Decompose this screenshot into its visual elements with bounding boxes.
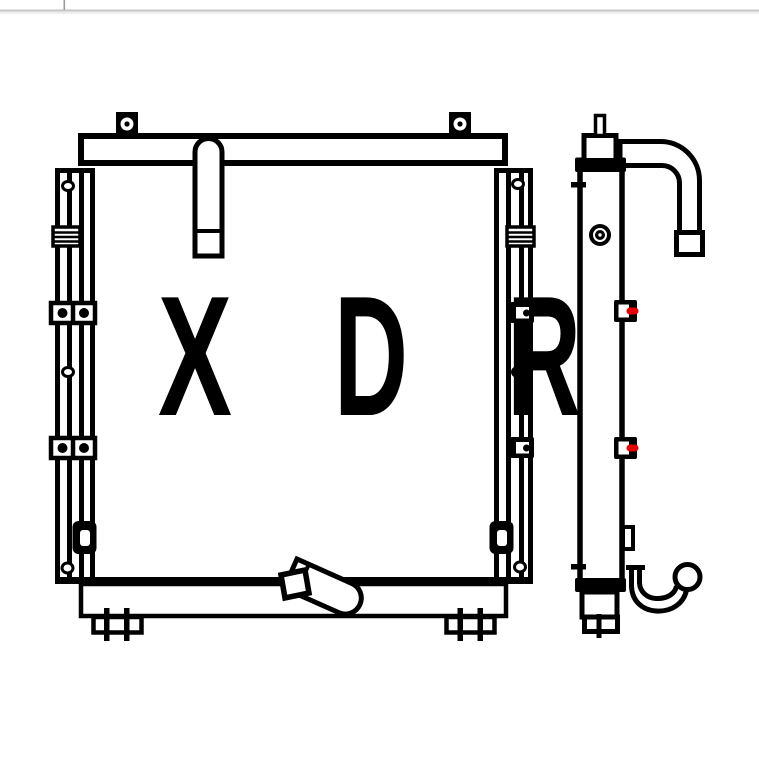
- tab-bar-divider: [0, 9, 759, 12]
- tab-bar-divider-shadow: [0, 11, 759, 14]
- bracket-right-mid: [510, 302, 534, 323]
- mounting-tab-top-left-icon: [116, 112, 138, 135]
- edge-tick-top: [571, 182, 586, 188]
- bottom-bracket: [579, 589, 620, 638]
- foot-left: [91, 608, 144, 641]
- mounting-tab-top-right-icon: [449, 112, 471, 135]
- foot-right: [444, 608, 497, 641]
- clip-bracket-upper: [614, 300, 639, 322]
- sensor-boss-icon: [589, 224, 611, 246]
- inlet-pipe: [617, 138, 705, 257]
- bottom-tank-band: [575, 578, 626, 592]
- hatch-block-left: [51, 225, 82, 248]
- model-label: X D R: [158, 261, 581, 452]
- drain-valve: [277, 555, 364, 617]
- bracket-left-mid: [48, 300, 98, 326]
- hatch-block-right: [505, 225, 536, 248]
- overflow-stem: [593, 113, 607, 138]
- header-tank: [78, 133, 508, 166]
- model-letter-r: R: [507, 261, 581, 452]
- model-letter-x: X: [158, 261, 232, 452]
- mount-pad-right: [489, 521, 514, 554]
- bracket-left-lower: [48, 435, 98, 461]
- side-tab: [621, 525, 635, 551]
- side-view: [571, 113, 705, 638]
- front-view: X D R: [48, 112, 581, 641]
- browser-chrome: [0, 0, 759, 14]
- bolt-holes: [60, 178, 527, 575]
- filler-neck: [581, 133, 619, 163]
- inlet-hose-end: [674, 230, 705, 257]
- bracket-right-lower: [510, 437, 534, 458]
- model-letter-d: D: [334, 261, 408, 452]
- clip-bracket-lower: [614, 437, 639, 459]
- outlet-opening: [672, 562, 703, 592]
- filler-tube: [192, 136, 225, 259]
- text-caret: [63, 0, 66, 10]
- mount-pad-left: [72, 521, 97, 554]
- red-seal-lower: [626, 444, 639, 452]
- outlet-pipe: [626, 562, 703, 614]
- edge-tick-bottom: [571, 564, 586, 570]
- red-seal-upper: [626, 307, 639, 315]
